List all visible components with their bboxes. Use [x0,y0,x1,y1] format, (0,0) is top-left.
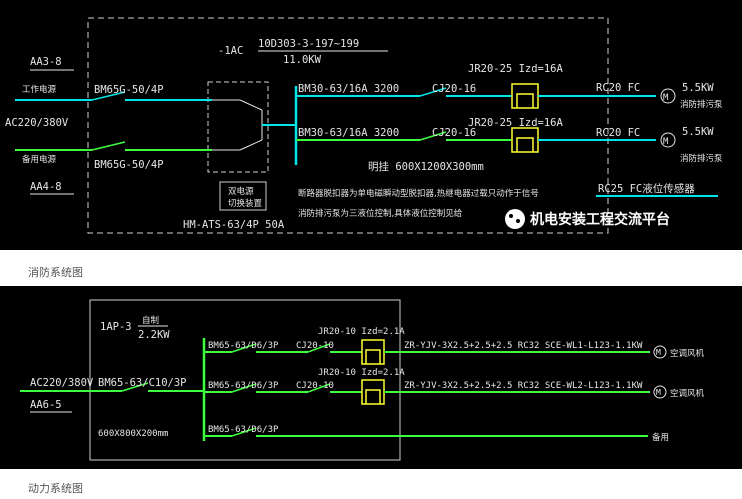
branch1-circuit: RC20 FC [596,82,640,94]
ats-label-2: 切换装置 [228,198,263,209]
power-system-diagram: 1AP-3 自制 2.2KW AC220/380V BM65-63/C10/3P… [0,286,742,469]
motor-1-icon [660,88,676,104]
branch2-contactor-symbol [307,383,331,393]
branch1-contactor: CJ20-10 [296,341,334,351]
feeder-power: 11.0KW [283,54,322,66]
branch2-contactor: CJ20-10 [296,381,334,391]
source1-code: AA3-8 [30,56,62,68]
branch1-relay-box [511,83,539,109]
branch1-relay-element [365,349,381,364]
motor-2-icon [653,385,667,399]
main-breaker-2-label: BM65G-50/4P [94,159,164,171]
branch2-relay-element [516,137,534,152]
branch2-relay: JR20-25 Izd=16A [468,117,564,129]
feeder-code: 10D303-3-197~199 [258,38,359,50]
load1-name: 消防排污泵 [680,99,723,110]
branch1-contactor-symbol [307,343,331,353]
note-2: 消防排污泵为三液位控制,具体液位控制见给 [298,208,463,219]
panel-power: 2.2KW [138,329,170,341]
branch2-relay-box [511,127,539,153]
branch1-contactor-symbol [419,87,447,97]
branch2-contactor: CJ20-16 [432,127,476,139]
source2-code: AA4-8 [30,181,62,193]
branch2-cable: ZR-YJV-3X2.5+2.5+2.5 RC32 SCE-WL2-L123-1… [404,381,643,391]
load2-name: 消防排污泵 [680,153,723,164]
branch2-breaker: BM65-63/D6/3P [208,381,279,391]
source1-name: 工作电源 [22,84,57,95]
source2-name: 备用电源 [22,154,57,165]
cabinet-size: 明挂 600X1200X300mm [368,160,484,173]
cabinet-size: 600X800X200mm [98,429,168,439]
ats-label-box [219,181,267,211]
note-1: 断路器脱扣器为单电磁瞬动型脱扣器,热继电器过载只动作于信号 [298,188,539,199]
main-breaker-1-symbol [91,91,126,101]
fire-system-caption: 消防系统图 [28,266,83,279]
branch2-breaker-symbol [231,383,257,393]
branch1-breaker: BM65-63/D6/3P [208,341,279,351]
main-breaker-2-symbol [91,141,126,151]
branch2-relay-element [365,389,381,404]
motor-1-icon [653,345,667,359]
power-system-caption: 动力系统图 [28,482,83,495]
motor-2-mark: M [656,388,661,397]
ats-box-outline [207,81,269,173]
load2-power: 5.5KW [682,126,714,138]
panel-code: 1AP-3 [100,321,132,333]
panel-type: 自制 [142,315,159,326]
feeder-title: -1AC [218,45,243,57]
distribution-box-outline [89,299,401,461]
branch3-breaker-symbol [231,427,257,437]
motor-1-mark: M [656,348,661,357]
branch1-relay-element [516,93,534,108]
branch3-circuit: RC25 FC液位传感器 [598,182,695,195]
watermark-text: 机电安装工程交流平台 [530,211,670,228]
load1-power: 5.5KW [682,82,714,94]
motor-2-mark: M [663,137,669,147]
watermark-logo-eye-1 [509,214,513,218]
fire-system-diagram: -1AC 10D303-3-197~199 11.0KW AA3-8 工作电源 … [0,0,742,250]
branch1-relay: JR20-10 Izd=2.1A [318,327,405,337]
ats-blade-1 [239,99,263,111]
fire-system-svg: -1AC 10D303-3-197~199 11.0KW AA3-8 工作电源 … [5,17,723,234]
branch1-breaker-symbol [231,343,257,353]
branch2-contactor-symbol [419,131,447,141]
watermark-logo-eye-2 [516,219,520,223]
branch3-breaker: BM65-63/D6/3P [208,425,279,435]
branch2-breaker: BM30-63/16A 3200 [298,127,399,139]
branch1-contactor: CJ20-16 [432,83,476,95]
branch1-relay: JR20-25 Izd=16A [468,63,564,75]
supply-voltage: AC220/380V [30,377,94,389]
source-code: AA6-5 [30,399,62,411]
branch1-breaker: BM30-63/16A 3200 [298,83,399,95]
ats-label-1: 双电源 [228,186,254,197]
load2-name: 空调风机 [670,388,705,399]
power-system-svg: 1AP-3 自制 2.2KW AC220/380V BM65-63/C10/3P… [20,299,705,461]
main-breaker-symbol [121,382,149,392]
motor-1-mark: M [663,93,669,103]
branch2-relay: JR20-10 Izd=2.1A [318,368,405,378]
load1-name: 空调风机 [670,348,705,359]
motor-2-icon [660,132,676,148]
ats-blade-2 [239,139,263,151]
branch2-circuit: RC20 FC [596,127,640,139]
distribution-box-outline [87,17,609,234]
watermark-logo-icon [505,209,525,229]
load3-name: 备用 [652,432,669,443]
supply-voltage: AC220/380V [5,117,69,129]
main-breaker-label: BM65-63/C10/3P [98,377,187,389]
main-breaker-1-label: BM65G-50/4P [94,84,164,96]
branch1-cable: ZR-YJV-3X2.5+2.5+2.5 RC32 SCE-WL1-L123-1… [404,341,643,351]
ats-model: HM-ATS-63/4P 50A [183,219,285,231]
